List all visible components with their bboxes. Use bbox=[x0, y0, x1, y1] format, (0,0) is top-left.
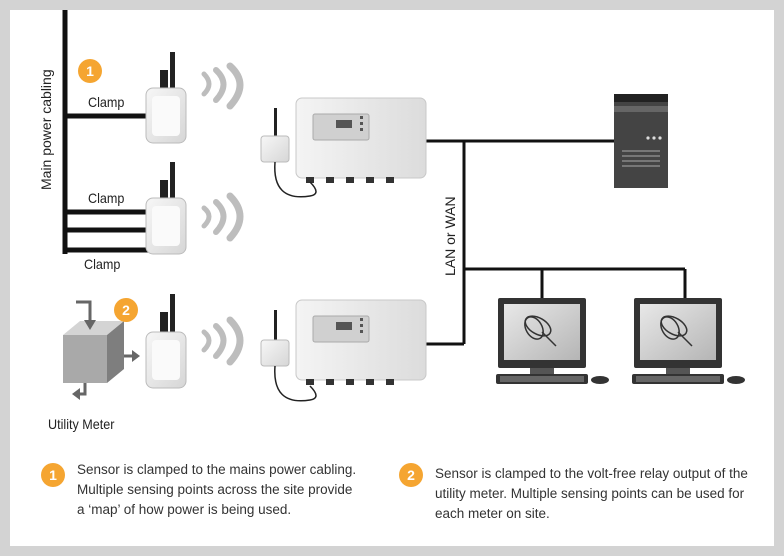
badge-1: 1 bbox=[78, 59, 102, 83]
antenna-unit-2 bbox=[260, 310, 317, 402]
wireless-signal-icon bbox=[201, 62, 244, 110]
clamp-label-2: Clamp bbox=[88, 190, 125, 206]
caption-2-line: each meter on site. bbox=[435, 506, 550, 521]
sensor-3 bbox=[145, 294, 187, 389]
workstation-2 bbox=[632, 298, 745, 384]
wireless-signal-icon bbox=[201, 192, 244, 242]
network-cable bbox=[424, 139, 687, 346]
sensor-2 bbox=[145, 162, 187, 255]
sensor-1 bbox=[145, 52, 187, 144]
clamp-label-3: Clamp bbox=[84, 256, 121, 272]
clamp-label-1: Clamp bbox=[88, 94, 125, 110]
workstation-1 bbox=[496, 298, 609, 384]
diagram-panel: Main power cabling Clamp Clamp Clamp LAN… bbox=[10, 10, 774, 546]
caption-1-line: Multiple sensing points across the site … bbox=[77, 482, 353, 497]
antenna-unit-1 bbox=[260, 108, 317, 198]
gateway-1 bbox=[295, 97, 427, 183]
wireless-signal-icon bbox=[201, 316, 244, 366]
caption-badge-1: 1 bbox=[41, 463, 65, 487]
gateway-2 bbox=[295, 299, 427, 385]
utility-meter-icon bbox=[63, 321, 124, 383]
badge-2: 2 bbox=[114, 298, 138, 322]
meter-arrows bbox=[72, 300, 140, 400]
caption-1-line: a ‘map’ of how power is being used. bbox=[77, 502, 292, 517]
caption-1-line: Sensor is clamped to the mains power cab… bbox=[77, 462, 357, 477]
lan-wan-label: LAN or WAN bbox=[442, 196, 458, 276]
caption-badge-2: 2 bbox=[399, 463, 423, 487]
utility-meter-label: Utility Meter bbox=[48, 416, 115, 432]
caption-2-line: utility meter. Multiple sensing points c… bbox=[435, 486, 745, 501]
main-power-cabling-label: Main power cabling bbox=[38, 69, 54, 190]
caption-1: Sensor is clamped to the mains power cab… bbox=[77, 460, 356, 520]
server-icon bbox=[614, 94, 668, 188]
caption-2-line: Sensor is clamped to the volt-free relay… bbox=[435, 466, 748, 481]
caption-2: Sensor is clamped to the volt-free relay… bbox=[435, 464, 748, 524]
main-power-cable bbox=[62, 10, 150, 254]
network-diagram bbox=[62, 10, 745, 402]
